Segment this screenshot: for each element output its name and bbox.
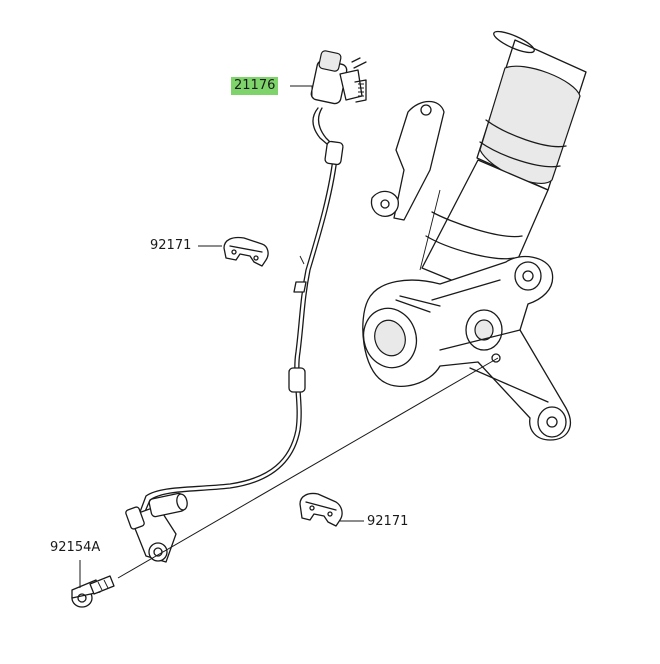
sensor-connector-head — [310, 50, 367, 105]
sensor-wire — [139, 107, 344, 515]
alignment-line — [117, 357, 499, 579]
fork-tube — [476, 30, 587, 191]
clamp-lower — [299, 492, 343, 527]
part-number-bolt[interactable]: 92154A — [50, 540, 101, 555]
fork-lower-leg — [419, 159, 549, 301]
leader-sensor — [290, 85, 313, 96]
bolt — [71, 575, 115, 608]
sensor-mount-bracket — [370, 100, 445, 221]
sensor-tip — [125, 492, 188, 563]
part-number-clamp-upper[interactable]: 92171 — [150, 238, 192, 253]
part-number-sensor[interactable]: 21176 — [231, 77, 279, 95]
part-number-clamp-lower[interactable]: 92171 — [367, 514, 409, 529]
clamp-upper — [223, 236, 269, 267]
axle-mount-casting — [362, 255, 571, 441]
